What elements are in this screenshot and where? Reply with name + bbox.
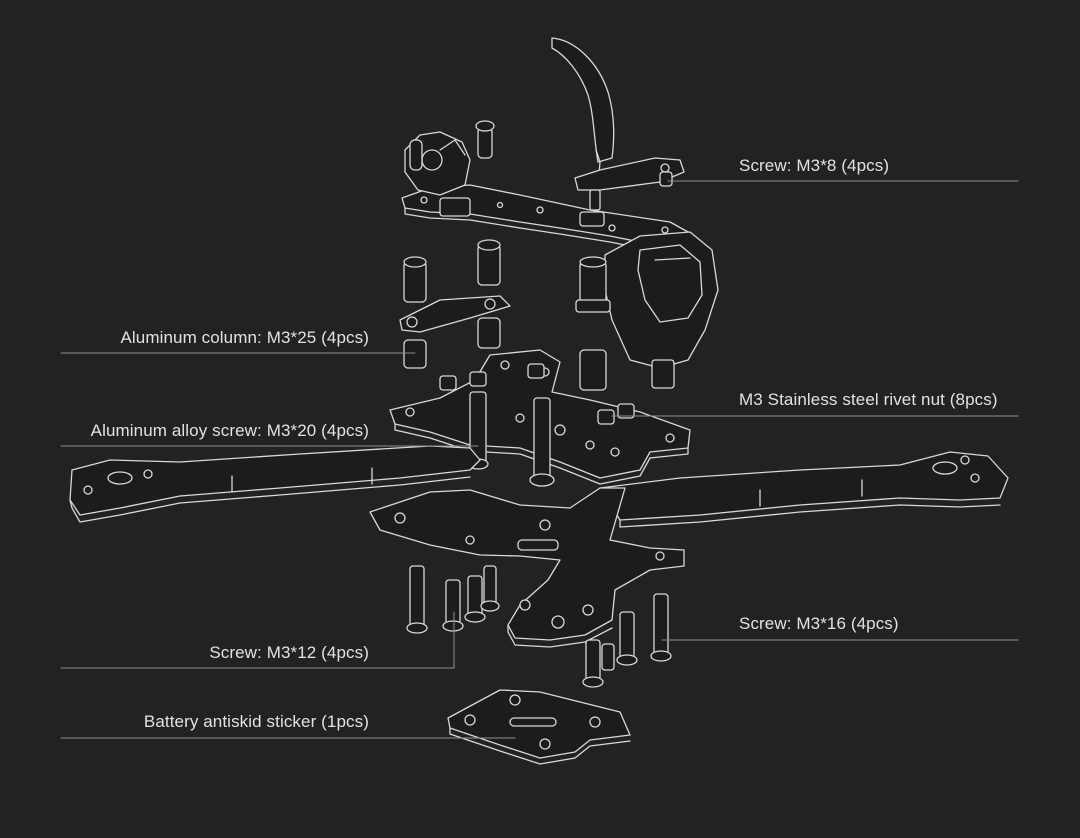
gps-antenna-mount bbox=[551, 37, 685, 211]
callout-rivet-nut: M3 Stainless steel rivet nut (8pcs) bbox=[739, 390, 998, 409]
rivet-nuts bbox=[439, 363, 635, 425]
leader-lines bbox=[60, 180, 1019, 739]
bottom-plate bbox=[369, 487, 685, 648]
callout-screw-m3-16: Screw: M3*16 (4pcs) bbox=[739, 614, 899, 633]
aluminum-columns bbox=[399, 239, 611, 391]
callout-screw-m3-12: Screw: M3*12 (4pcs) bbox=[209, 643, 369, 662]
top-screw-standoff bbox=[475, 120, 495, 159]
bottom-screws-right bbox=[582, 593, 672, 688]
callout-antiskid-sticker: Battery antiskid sticker (1pcs) bbox=[143, 712, 369, 731]
callout-alloy-screw: Aluminum alloy screw: M3*20 (4pcs) bbox=[90, 421, 369, 440]
callout-screw-m3-8: Screw: M3*8 (4pcs) bbox=[739, 156, 890, 175]
camera-bracket-left bbox=[404, 131, 471, 196]
camera-cage bbox=[604, 231, 719, 389]
battery-sticker bbox=[447, 689, 631, 765]
right-arm bbox=[599, 451, 1009, 528]
bottom-screws-left bbox=[406, 565, 500, 634]
top-plate bbox=[401, 184, 689, 249]
callout-aluminum-column: Aluminum column: M3*25 (4pcs) bbox=[120, 328, 369, 347]
left-arm bbox=[69, 445, 481, 523]
leader-line-screw-m3-12 bbox=[60, 611, 455, 669]
